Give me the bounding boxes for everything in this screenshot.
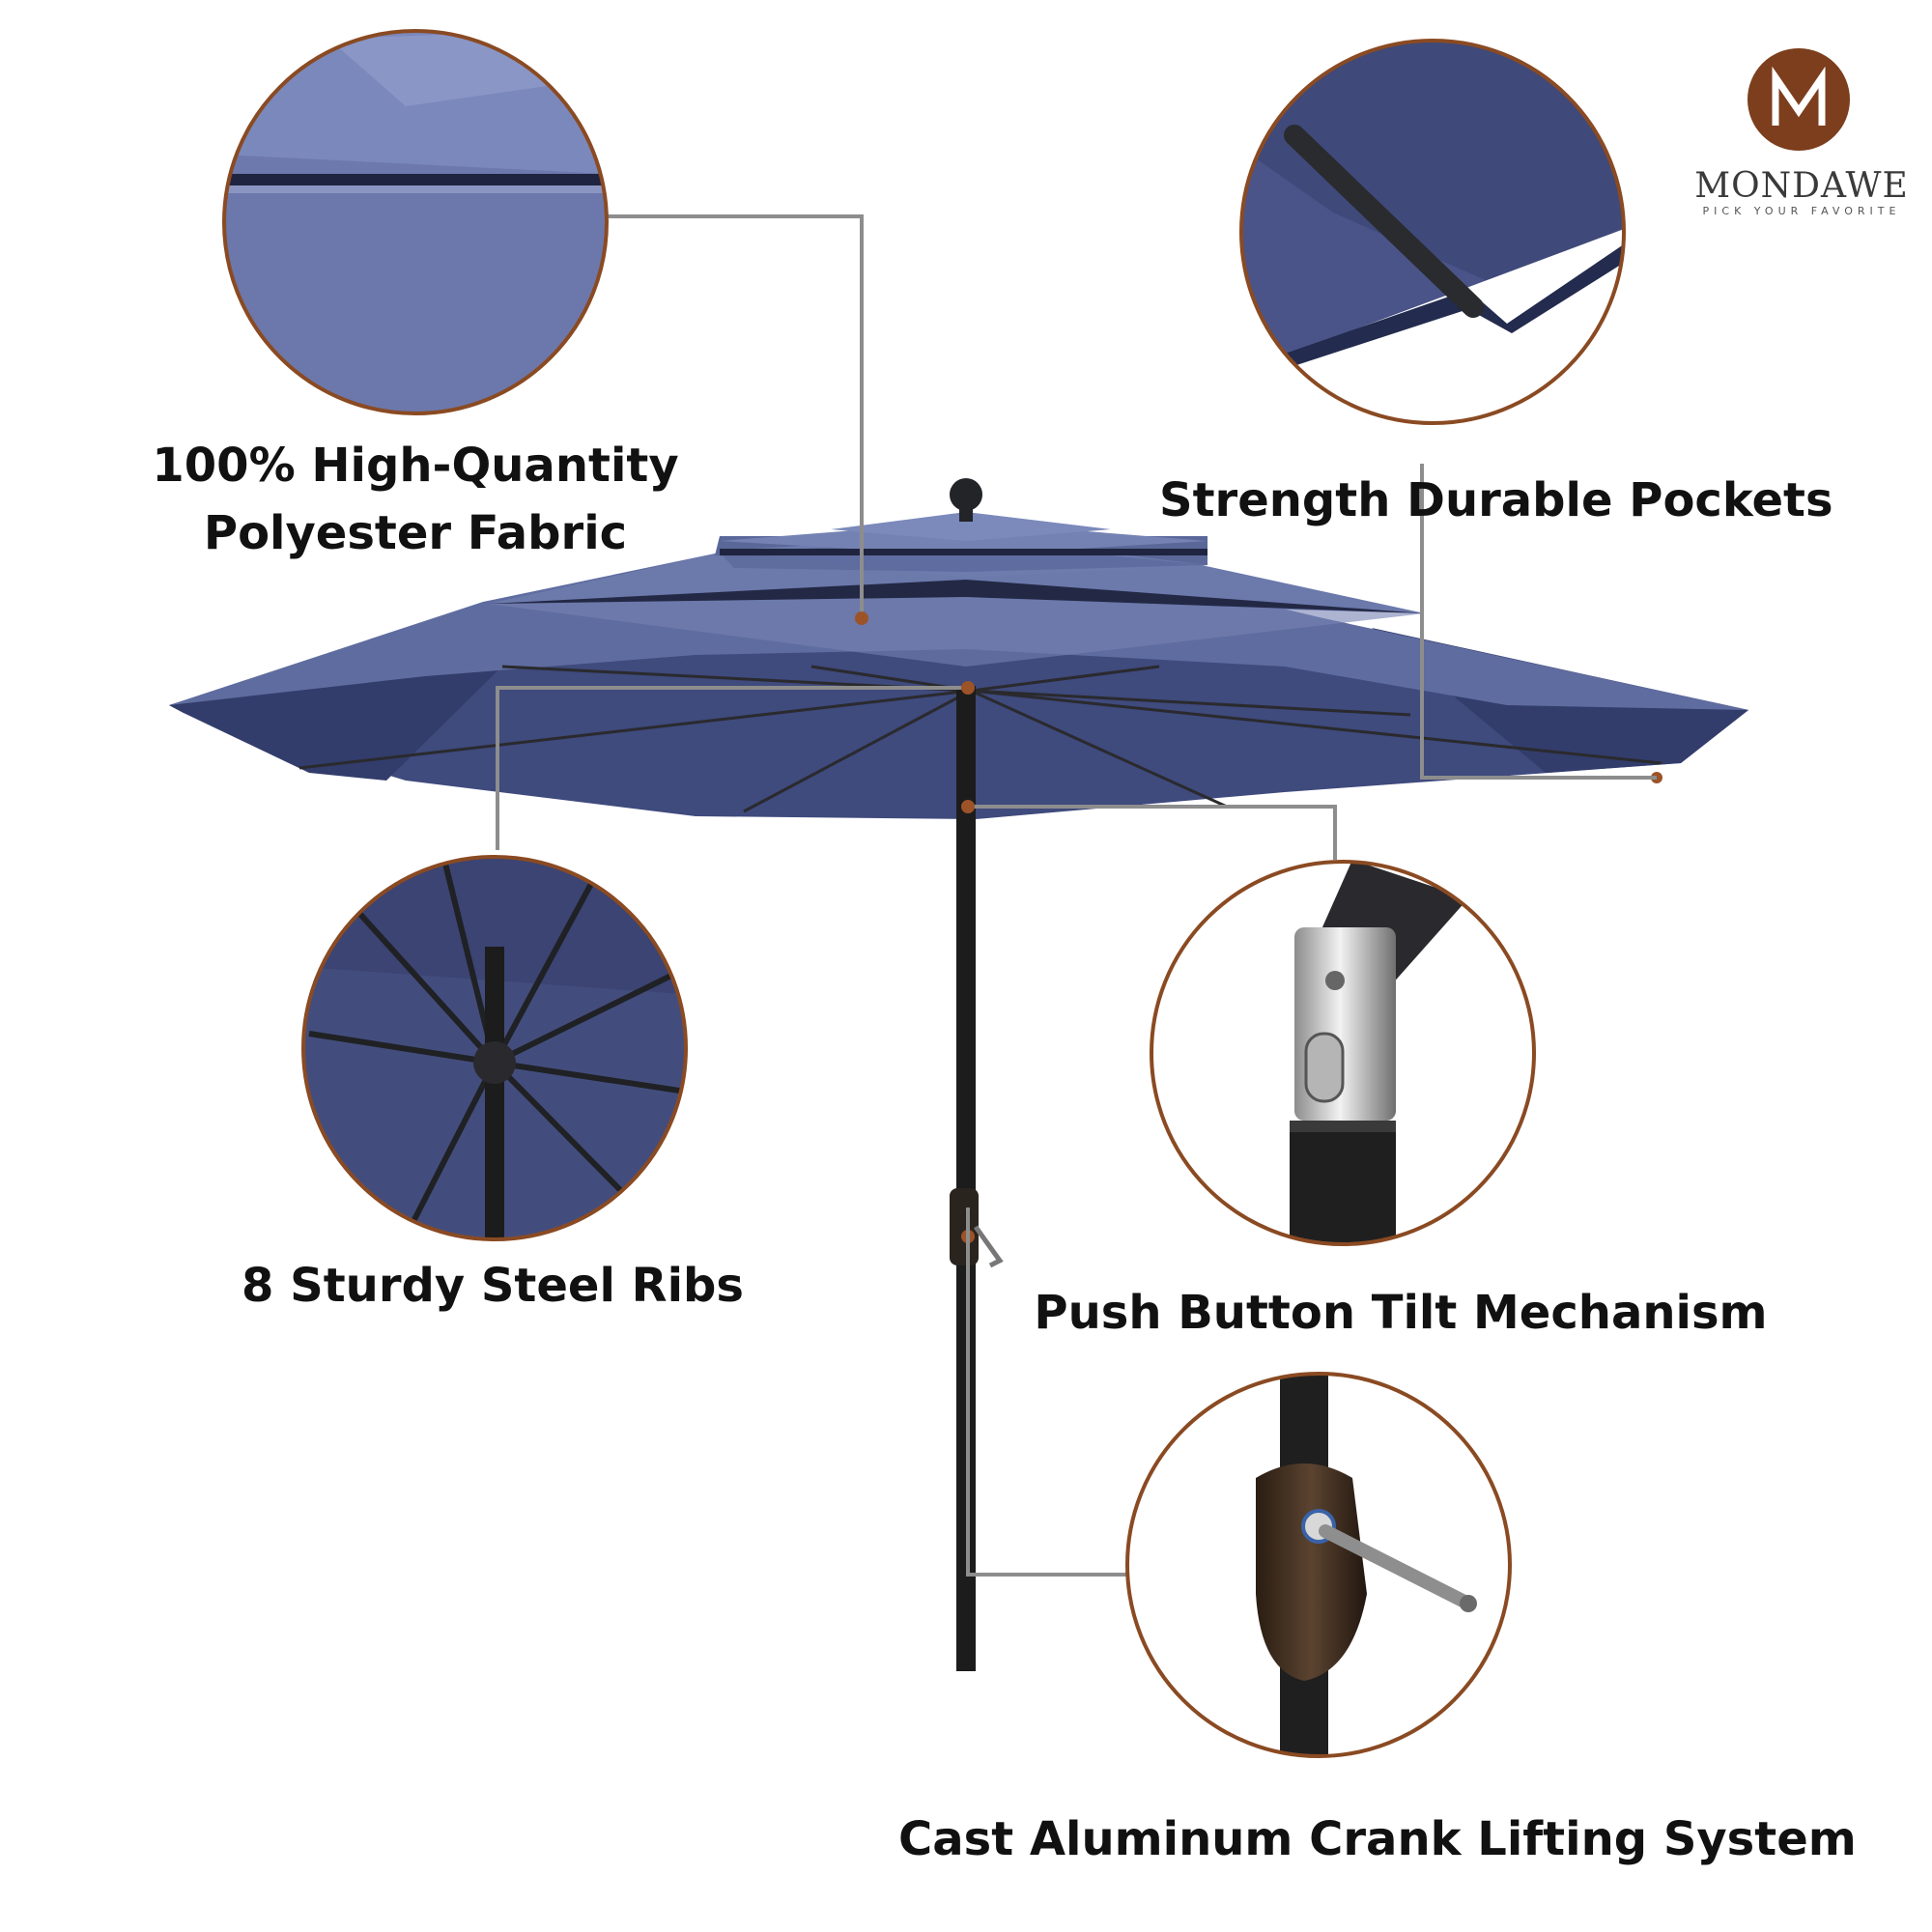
callout-connectors [496,214,1657,1577]
feature-label-line: Push Button Tilt Mechanism [1034,1286,1768,1340]
umbrella-canopy [169,478,1748,819]
feature-label-line: Cast Aluminum Crank Lifting System [898,1812,1857,1866]
fabric-detail-circle [222,29,609,415]
feature-label-crank: Cast Aluminum Crank Lifting System [898,1806,1857,1874]
feature-label-fabric: 100% High-Quantity Polyester Fabric [145,433,686,567]
feature-label-line: Strength Durable Pockets [1159,473,1833,527]
brand-tagline: PICK YOUR FAVORITE [1702,205,1901,217]
brand-logo-icon [1747,48,1850,151]
umbrella-pole [950,686,1004,1671]
ribs-detail-circle [301,855,688,1241]
feature-label-line: 8 Sturdy Steel Ribs [242,1259,744,1313]
feature-label-line: Polyester Fabric [203,505,628,560]
feature-label-pockets: Strength Durable Pockets [1159,468,1833,535]
brand-name: MONDAWE [1694,166,1909,206]
feature-label-tilt: Push Button Tilt Mechanism [1024,1280,1777,1348]
crank-detail-circle [1125,1372,1512,1758]
feature-label-line: 100% High-Quantity [152,439,679,493]
feature-label-ribs: 8 Sturdy Steel Ribs [232,1253,753,1321]
tilt-detail-circle [1150,860,1536,1246]
pocket-detail-circle [1239,39,1626,425]
